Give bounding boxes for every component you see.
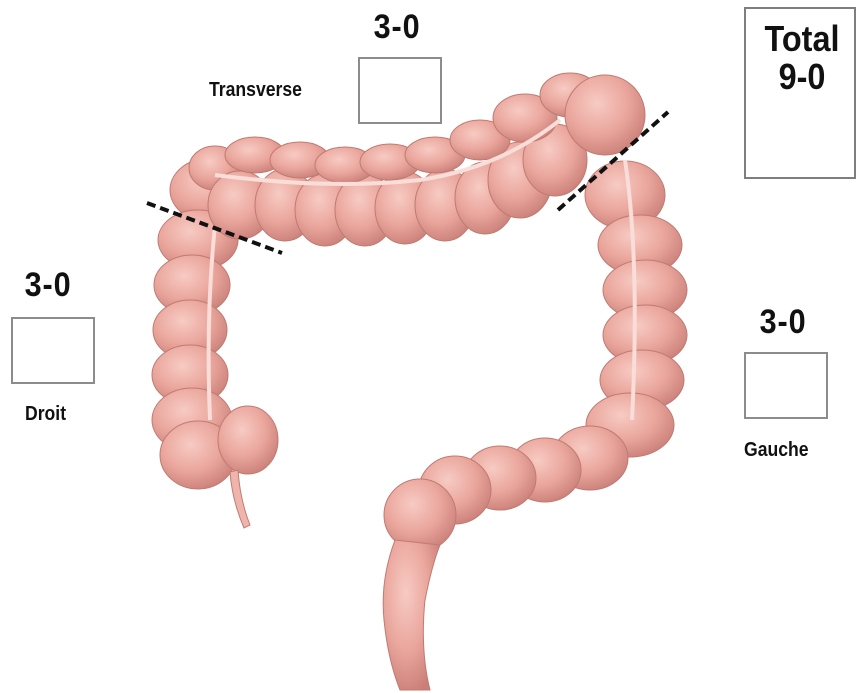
sigmoid-colon [383, 426, 628, 690]
transverse-score-box[interactable] [358, 57, 442, 124]
total-label: Total [752, 21, 853, 57]
transverse-label: Transverse [209, 80, 302, 100]
gauche-score-box[interactable] [744, 352, 828, 419]
total-score: 9-0 [752, 59, 853, 95]
transverse-score: 3-0 [374, 10, 421, 44]
gauche-label: Gauche [744, 440, 809, 460]
descending-colon [565, 75, 687, 457]
droit-label: Droit [25, 404, 66, 424]
total-box[interactable]: Total 9-0 [744, 7, 856, 179]
droit-score: 3-0 [25, 268, 72, 302]
droit-score-box[interactable] [11, 317, 95, 384]
gauche-score: 3-0 [760, 305, 807, 339]
